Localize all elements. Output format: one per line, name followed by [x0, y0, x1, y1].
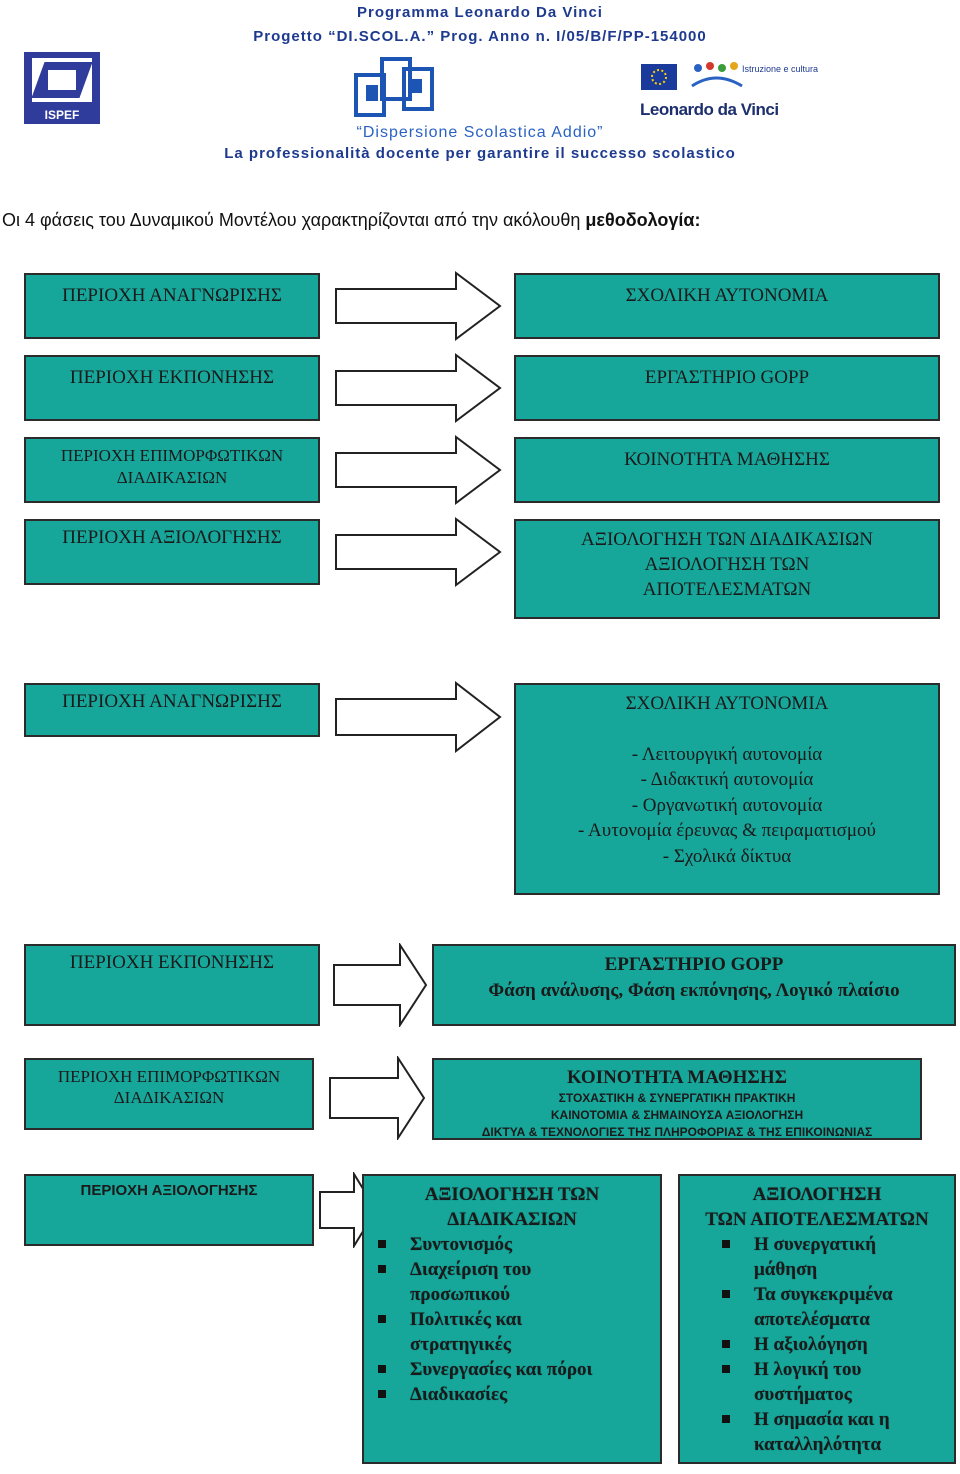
overview-right-gopp: ΕΡΓΑΣΤΗΡΙΟ GOPP	[514, 355, 940, 421]
list-item: Η συνεργατική μάθηση	[680, 1232, 914, 1282]
list-item: Πολιτικές και στρατηγικές	[364, 1307, 560, 1357]
logo-caption: Istruzione e cultura	[742, 64, 819, 74]
arrow-right-icon	[335, 681, 502, 753]
detail-right-community: ΚΟΙΝΟΤΗΤΑ ΜΑΘΗΣΗΣ ΣΤΟΧΑΣΤΙΚΗ & ΣΥΝΕΡΓΑΤΙ…	[432, 1058, 922, 1140]
overview-left-recognition: ΠΕΡΙΟΧΗ ΑΝΑΓΝΩΡΙΣΗΣ	[24, 273, 320, 339]
header-tagline: La professionalità docente per garantire…	[224, 145, 736, 162]
detail-left-evaluation: ΠΕΡΙΟΧΗ ΑΞΙΟΛΟΓΗΣΗΣ	[24, 1174, 314, 1246]
detail-mid-process-evaluation: ΑΞΙΟΛΟΓΗΣΗ ΤΩΝ ΔΙΑΔΙΚΑΣΙΩΝ Συντονισμός Δ…	[362, 1174, 662, 1464]
figures-logo-icon	[691, 62, 743, 88]
ispef-logo: ISPEF	[24, 52, 100, 124]
overview-right-autonomy: ΣΧΟΛΙΚΗ ΑΥΤΟΝΟΜΙΑ	[514, 273, 940, 339]
list-item: Συντονισμός	[364, 1232, 660, 1257]
detail-left-training: ΠΕΡΙΟΧΗ ΕΠΙΜΟΡΦΩΤΙΚΩΝ ΔΙΑΔΙΚΑΣΙΩΝ	[24, 1058, 314, 1130]
eu-flag-icon	[641, 64, 677, 90]
list-item: Η σημασία και η καταλληλότητα	[680, 1407, 924, 1457]
detail-left-elaboration: ΠΕΡΙΟΧΗ ΕΚΠΟΝΗΣΗΣ	[24, 944, 320, 1026]
arrow-right-icon	[335, 517, 502, 587]
overview-left-evaluation: ΠΕΡΙΟΧΗ ΑΞΙΟΛΟΓΗΣΗΣ	[24, 519, 320, 585]
process-list: Συντονισμός Διαχείριση του προσωπικού Πο…	[364, 1232, 660, 1407]
intro-text: Οι 4 φάσεις του Δυναμικού Μοντέλου χαρακ…	[2, 210, 701, 230]
detail-left-recognition: ΠΕΡΙΟΧΗ ΑΝΑΓΝΩΡΙΣΗΣ	[24, 683, 320, 737]
discola-logo	[354, 57, 434, 117]
list-item: Διαχείριση του προσωπικού	[364, 1257, 560, 1307]
list-item: Τα συγκεκριμένα αποτελέσματα	[680, 1282, 924, 1332]
list-item: Η αξιολόγηση	[680, 1332, 924, 1357]
arrow-right-icon	[335, 353, 502, 423]
arrow-right-icon	[335, 271, 502, 341]
detail-right-gopp: ΕΡΓΑΣΤΗΡΙΟ GOPP Φάση ανάλυσης, Φάση εκπό…	[432, 944, 956, 1026]
header-programme: Programma Leonardo Da Vinci	[357, 4, 603, 21]
arrow-right-icon	[335, 435, 502, 505]
arrow-right-icon	[333, 943, 428, 1027]
detail-right-autonomy: ΣΧΟΛΙΚΗ ΑΥΤΟΝΟΜΙΑ - Λειτουργική αυτονομί…	[514, 683, 940, 895]
overview-left-elaboration: ΠΕΡΙΟΧΗ ΕΚΠΟΝΗΣΗΣ	[24, 355, 320, 421]
header-project: Progetto “DI.SCOL.A.” Prog. Anno n. I/05…	[253, 28, 707, 45]
leonardo-logo-text: Leonardo da Vinci	[640, 100, 779, 119]
list-item: Διαδικασίες	[364, 1382, 660, 1407]
header-subtitle: “Dispersione Scolastica Addio”	[356, 124, 604, 141]
overview-right-community: ΚΟΙΝΟΤΗΤΑ ΜΑΘΗΣΗΣ	[514, 437, 940, 503]
list-item: Η λογική του συστήματος	[680, 1357, 904, 1407]
detail-right-results-evaluation: ΑΞΙΟΛΟΓΗΣΗ ΤΩΝ ΑΠΟΤΕΛΕΣΜΑΤΩΝ Η συνεργατι…	[678, 1174, 956, 1464]
results-list: Η συνεργατική μάθηση Τα συγκεκριμένα απο…	[680, 1232, 954, 1457]
arrow-right-icon	[329, 1056, 426, 1140]
list-item: Συνεργασίες και πόροι	[364, 1357, 660, 1382]
